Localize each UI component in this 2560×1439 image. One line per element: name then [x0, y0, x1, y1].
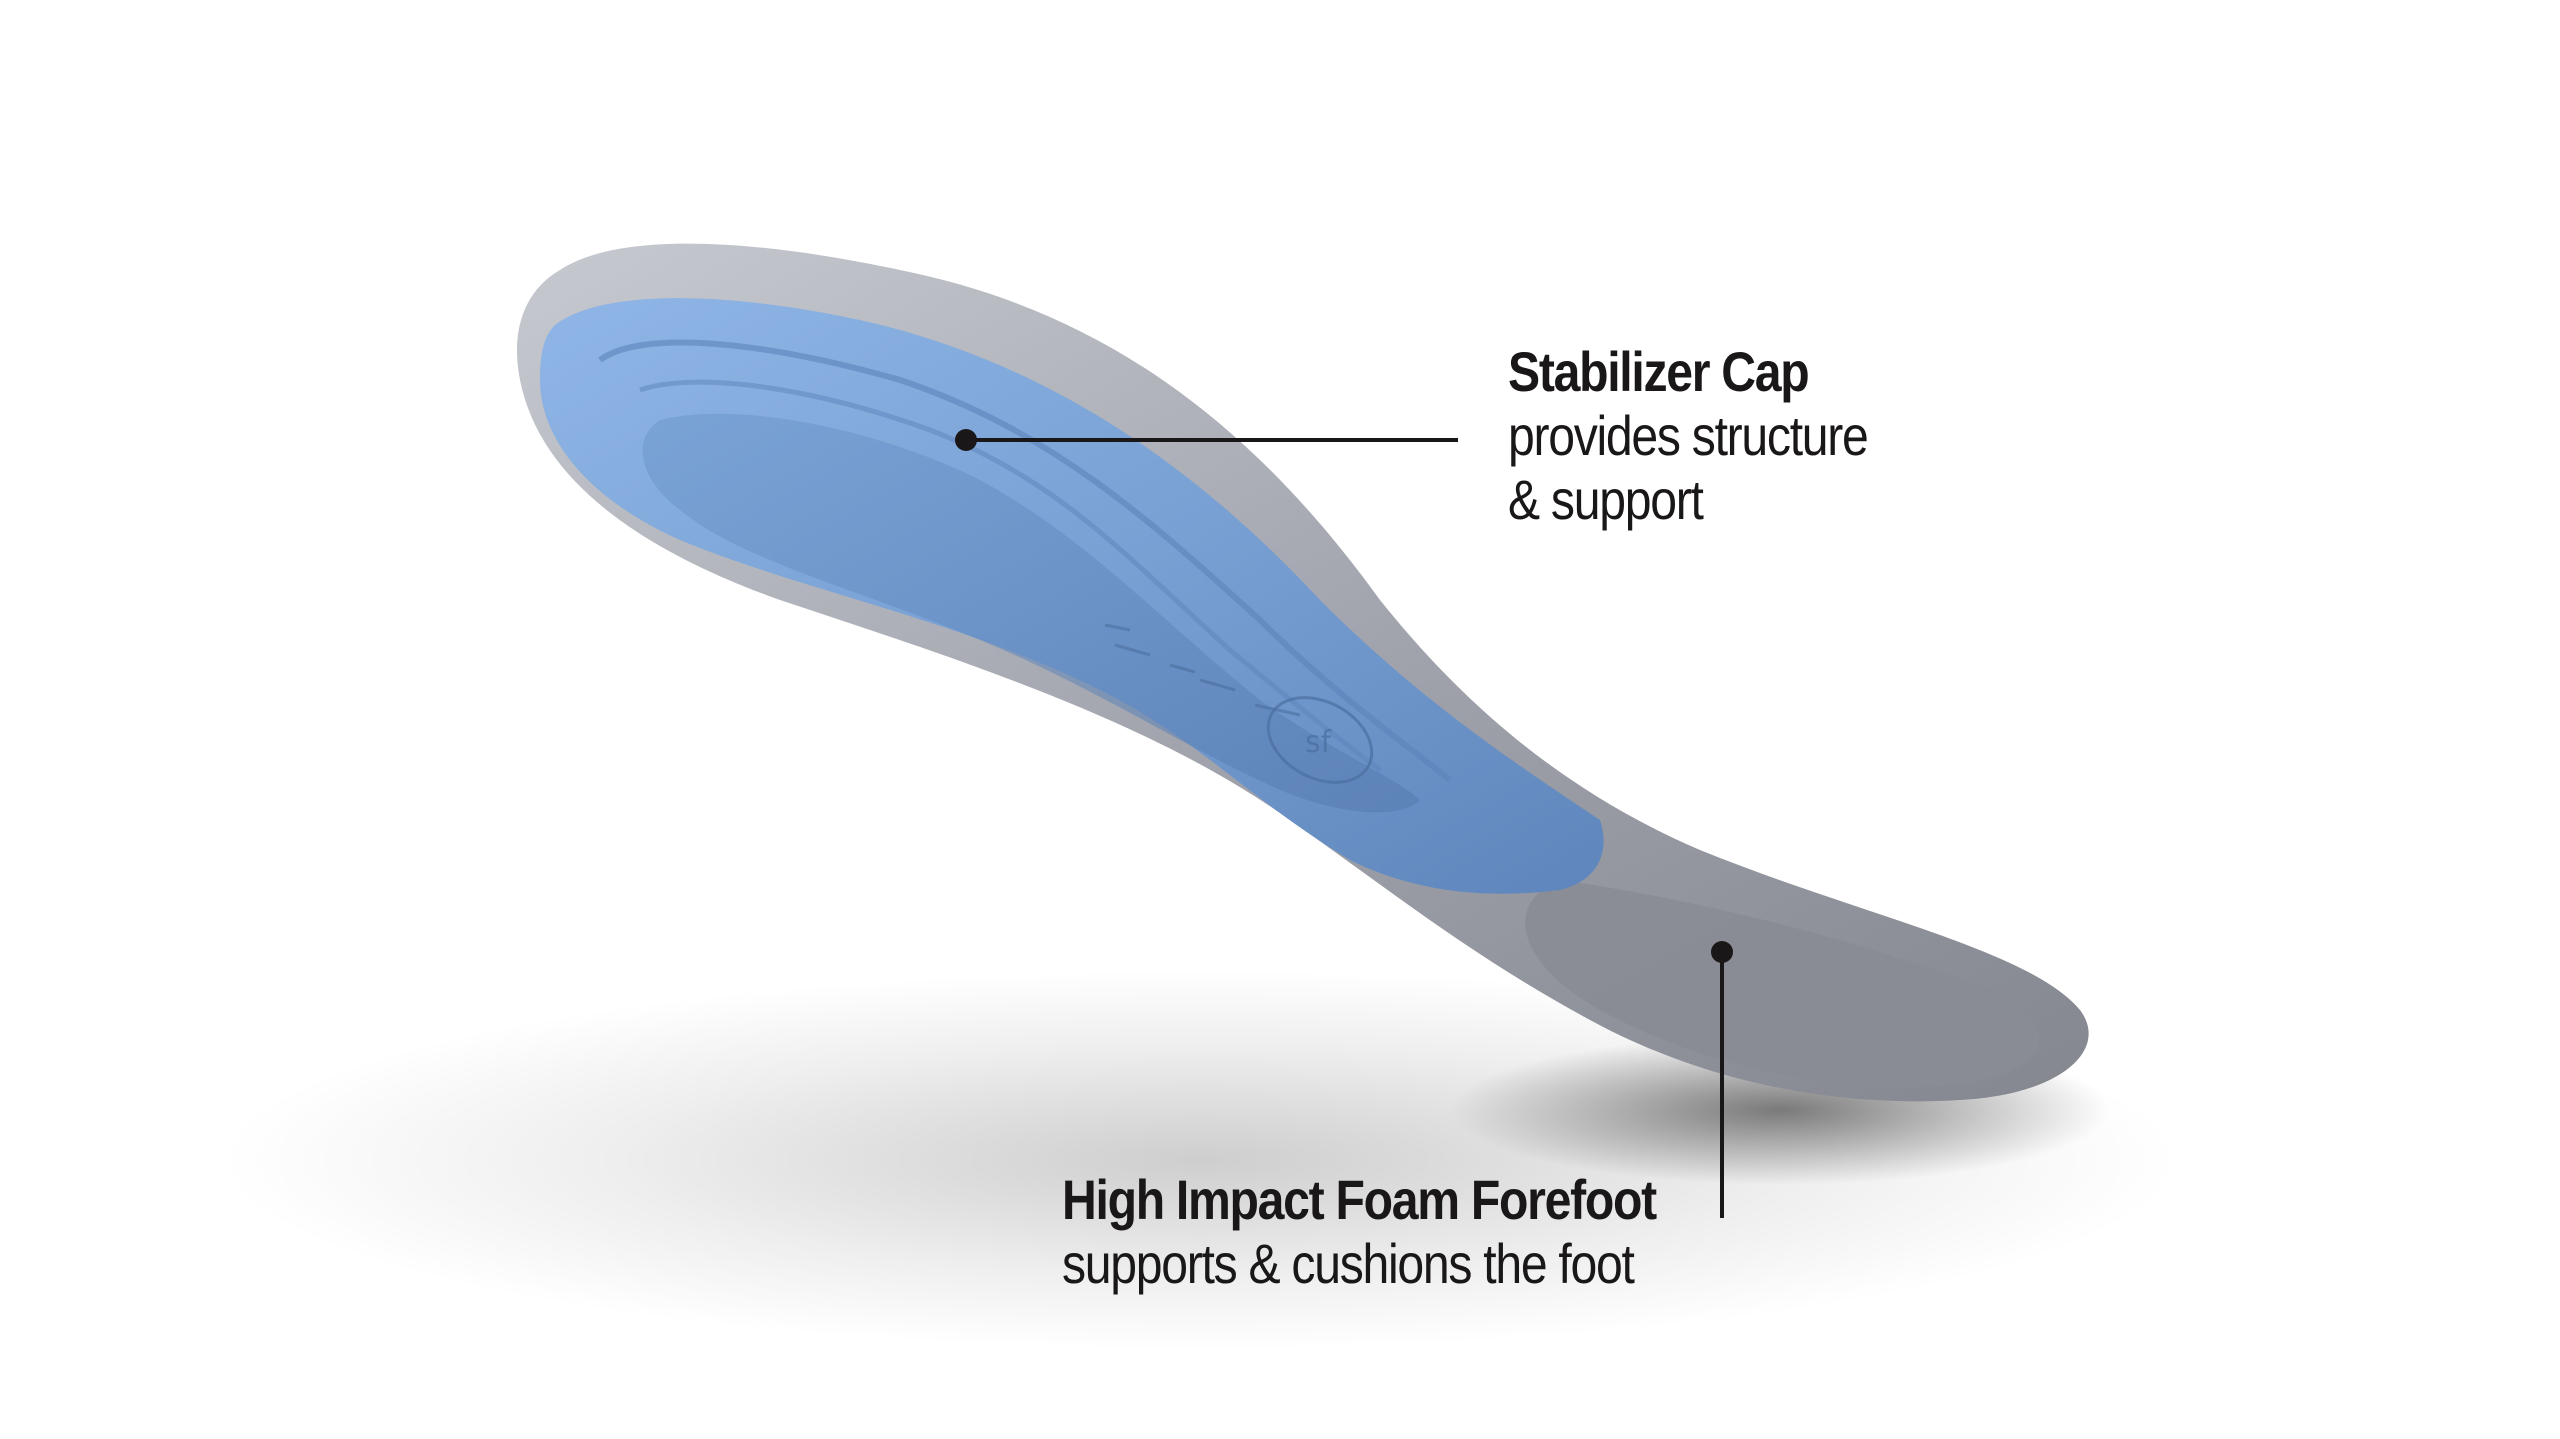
callout-title: High Impact Foam Forefoot — [1062, 1168, 1657, 1231]
foam-forefoot-leader — [1711, 941, 1733, 1218]
size-markings — [1104, 623, 1301, 717]
heel-contour-outer — [598, 339, 1452, 783]
svg-text:sf: sf — [1305, 725, 1333, 760]
brand-logo-emboss: sf — [1266, 696, 1374, 784]
callout-foam-forefoot: High Impact Foam Forefoot supports & cus… — [1062, 1168, 1753, 1296]
callout-body-line: & support — [1508, 468, 1704, 531]
callout-body-line: supports & cushions the foot — [1062, 1232, 1635, 1295]
heel-contour-inner — [639, 379, 1382, 772]
callout-title: Stabilizer Cap — [1508, 340, 1810, 403]
callout-stabilizer-cap: Stabilizer Cap provides structure & supp… — [1508, 340, 1926, 532]
arch-recess — [642, 413, 1420, 813]
forefoot-face — [1525, 880, 2040, 1087]
stabilizer-cap-leader — [955, 429, 1458, 451]
callout-body-line: provides structure — [1508, 404, 1869, 467]
